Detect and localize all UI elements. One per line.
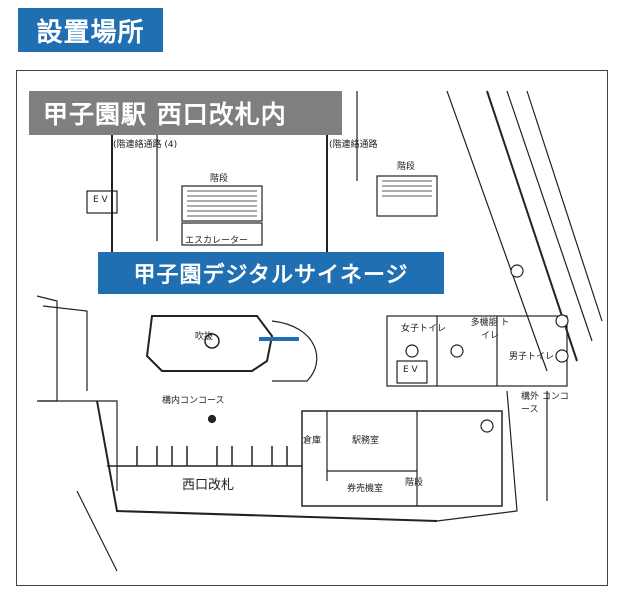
label-west-gate: 西口改札 bbox=[182, 478, 235, 493]
label-escalator: エスカレーター bbox=[185, 236, 249, 246]
floor-plan-drawing bbox=[36, 90, 603, 572]
label-station-office: 駅務室 bbox=[352, 436, 380, 446]
label-atrium: 吹抜 bbox=[195, 332, 214, 342]
floor-map: (階連絡通路 (4) (階連絡通路 階段 階段 E V エスカレーター 吹抜 女… bbox=[16, 70, 608, 586]
label-passage-right: (階連絡通路 bbox=[329, 140, 378, 150]
signage-location-marker bbox=[259, 337, 299, 341]
label-multi-toilet: 多機能 トイレ bbox=[470, 318, 510, 341]
label-passage-left: (階連絡通路 (4) bbox=[113, 140, 178, 150]
label-concourse-outside: 構外 コンコース bbox=[521, 392, 569, 415]
label-storage: 倉庫 bbox=[303, 436, 322, 446]
signage-name-banner: 甲子園デジタルサイネージ bbox=[98, 252, 444, 294]
label-stairs-top-right: 階段 bbox=[397, 162, 416, 172]
label-stairs-top-left: 階段 bbox=[210, 174, 229, 184]
label-womens-toilet: 女子トイレ bbox=[401, 324, 447, 334]
label-ev-left: E V bbox=[93, 195, 108, 205]
label-stairs-bottom: 階段 bbox=[405, 478, 424, 488]
label-ev-right: E V bbox=[403, 365, 418, 375]
label-concourse-inside: 構内コンコース bbox=[162, 396, 225, 406]
label-ticket-office: 券売機室 bbox=[347, 484, 384, 494]
station-name-banner: 甲子園駅 西口改札内 bbox=[29, 91, 342, 135]
label-mens-toilet: 男子トイレ bbox=[509, 352, 555, 362]
section-title: 設置場所 bbox=[18, 8, 163, 52]
